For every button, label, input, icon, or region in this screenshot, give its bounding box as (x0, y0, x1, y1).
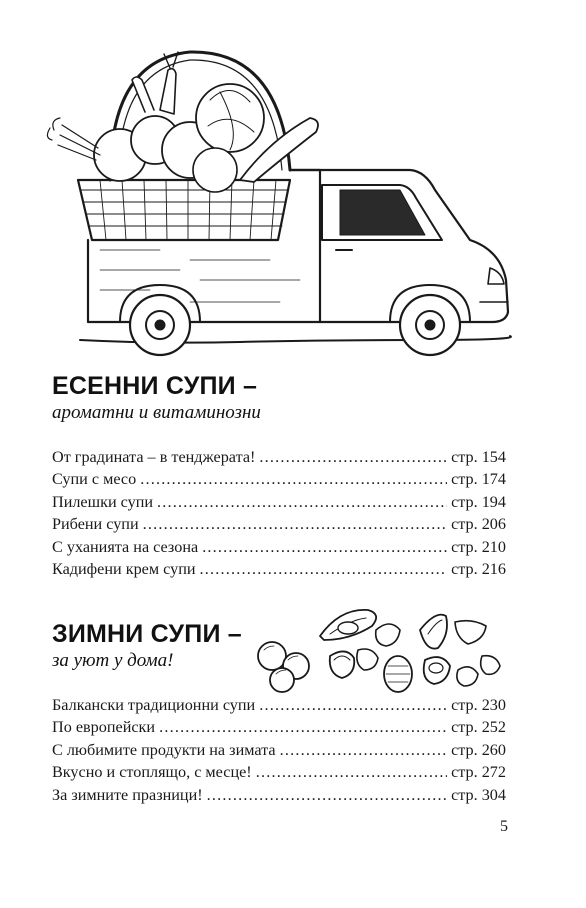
toc-entry-title: От градината – в тенджерата! (52, 448, 256, 466)
toc-leader-dots (207, 784, 447, 806)
toc-entry[interactable]: Балкански традиционни супи стр. 230 (52, 694, 506, 716)
toc-entry[interactable]: За зимните празници! стр. 304 (52, 784, 506, 806)
toc-entry[interactable]: С уханията на сезона стр. 210 (52, 536, 506, 558)
toc-leader-dots (140, 468, 447, 490)
toc-entry[interactable]: Кадифени крем супи стр. 216 (52, 558, 506, 580)
toc-entry-page: стр. 206 (451, 515, 506, 534)
toc-entry[interactable]: От градината – в тенджерата! стр. 154 (52, 446, 506, 468)
toc-entry-title: Балкански традиционни супи (52, 696, 256, 714)
toc-entry-title: Рибени супи (52, 515, 139, 534)
toc-entry-title: Кадифени крем супи (52, 559, 196, 578)
toc-leader-dots (256, 761, 447, 783)
toc-entry-page: стр. 216 (451, 559, 506, 578)
section-subtitle-autumn: ароматни и витаминозни (52, 402, 261, 423)
toc-entry[interactable]: Рибени супи стр. 206 (52, 513, 506, 535)
toc-entry[interactable]: Вкусно и стоплящо, с месце! стр. 272 (52, 761, 506, 783)
toc-entry-page: стр. 194 (451, 492, 506, 511)
toc-entry-title: С любимите продукти на зимата (52, 740, 276, 759)
toc-entry-page: стр. 260 (451, 740, 506, 759)
toc-leader-dots (259, 694, 447, 716)
toc-entry-page: стр. 272 (451, 763, 506, 782)
hazelnuts-illustration (257, 609, 501, 693)
toc-leader-dots (143, 513, 447, 535)
toc-entry-page: стр. 154 (451, 448, 506, 466)
section-title-winter: ЗИМНИ СУПИ – (52, 620, 242, 648)
toc-entry-title: Супи с месо (52, 470, 137, 489)
toc-entry-page: стр. 174 (451, 470, 506, 489)
toc-entry-title: По европейски (52, 718, 156, 737)
section-title-autumn: ЕСЕННИ СУПИ – (52, 372, 258, 400)
toc-entry-title: Вкусно и стоплящо, с месце! (52, 763, 252, 782)
toc-entry[interactable]: По европейски стр. 252 (52, 716, 506, 738)
toc-entry-title: С уханията на сезона (52, 537, 199, 556)
toc-leader-dots (280, 739, 447, 761)
toc-entry-page: стр. 252 (451, 718, 506, 737)
toc-leader-dots (259, 446, 447, 468)
toc-entry-page: стр. 210 (451, 537, 506, 556)
toc-entry-page: стр. 304 (451, 785, 506, 804)
toc-leader-dots (200, 558, 448, 580)
toc-entry[interactable]: С любимите продукти на зимата стр. 260 (52, 739, 506, 761)
truck-with-vegetable-basket-illustration (46, 50, 512, 357)
toc-entry-page: стр. 230 (451, 696, 506, 714)
toc-entry[interactable]: Супи с месо стр. 174 (52, 468, 506, 490)
toc-list-autumn: От градината – в тенджерата! стр. 154 Су… (52, 446, 506, 580)
toc-entry-title: За зимните празници! (52, 785, 203, 804)
toc-leader-dots (157, 491, 447, 513)
toc-entry-title: Пилешки супи (52, 492, 154, 511)
toc-leader-dots (202, 536, 447, 558)
toc-list-winter: Балкански традиционни супи стр. 230 По е… (52, 694, 506, 806)
section-subtitle-winter: за уют у дома! (52, 650, 174, 671)
page-number: 5 (500, 818, 508, 835)
toc-entry[interactable]: Пилешки супи стр. 194 (52, 491, 506, 513)
toc-leader-dots (159, 716, 447, 738)
